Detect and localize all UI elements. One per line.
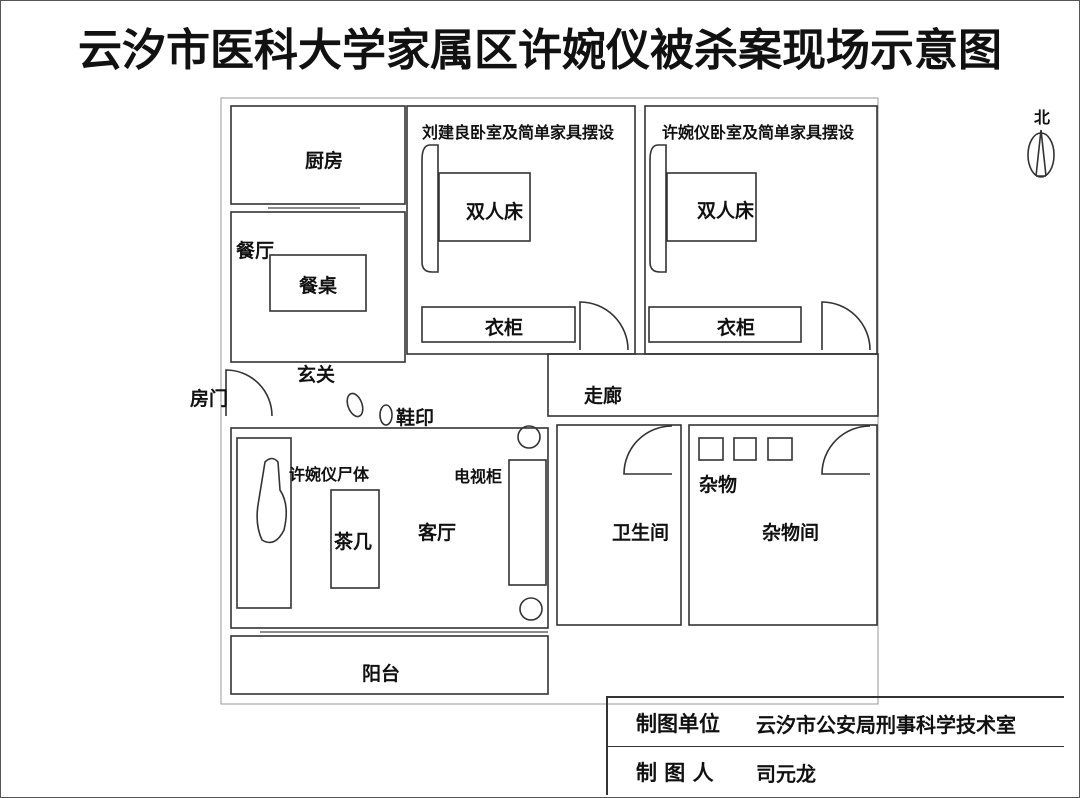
bedroom2-door bbox=[821, 301, 871, 351]
bedroom1-room bbox=[406, 105, 636, 355]
compass-needle bbox=[1035, 129, 1047, 177]
bathroom-room bbox=[556, 424, 682, 626]
bedroom2-title: 许婉仪卧室及简单家具摆设 bbox=[662, 123, 855, 142]
legend-value: 云汐市公安局刑事科学技术室 bbox=[756, 713, 1016, 737]
living-room-label: 客厅 bbox=[418, 522, 457, 544]
bed2-headboard bbox=[649, 144, 667, 273]
bed2-label: 双人床 bbox=[697, 200, 755, 222]
corridor-label: 走廊 bbox=[584, 385, 623, 407]
legend-row: 制图单位 云汐市公安局刑事科学技术室 bbox=[606, 698, 1064, 747]
dining-table bbox=[269, 254, 367, 312]
legend-divider bbox=[606, 698, 608, 746]
bed1-label: 双人床 bbox=[466, 201, 524, 223]
bedroom2-room bbox=[644, 105, 878, 355]
diagram-title: 云汐市医科大学家属区许婉仪被杀案现场示意图 bbox=[78, 25, 1002, 76]
storage-room bbox=[688, 424, 878, 626]
coffee-table-label: 茶几 bbox=[334, 531, 373, 553]
sofa bbox=[236, 437, 292, 609]
legend-key: 制图单位 bbox=[636, 711, 720, 736]
legend-divider bbox=[606, 747, 608, 795]
storage-box-1 bbox=[698, 437, 724, 461]
bedroom1-door bbox=[579, 301, 629, 351]
entrance-label: 玄关 bbox=[297, 364, 336, 386]
shoe-print-label: 鞋印 bbox=[396, 407, 435, 429]
kitchen-room bbox=[230, 105, 406, 205]
speaker-bottom bbox=[519, 597, 543, 621]
shoe-print-2 bbox=[379, 404, 393, 426]
front-door-label: 房门 bbox=[190, 388, 229, 410]
apartment-outline bbox=[220, 97, 879, 705]
speaker-top bbox=[517, 425, 541, 449]
storage-box-2 bbox=[733, 437, 757, 461]
body-label: 许婉仪尸体 bbox=[289, 465, 370, 484]
legend-value: 司元龙 bbox=[756, 762, 816, 786]
shoe-print-1 bbox=[346, 392, 364, 418]
legend-key: 制 图 人 bbox=[636, 760, 714, 785]
bed1-headboard bbox=[421, 144, 439, 273]
corridor bbox=[547, 353, 879, 417]
bathroom-door bbox=[623, 425, 673, 475]
bed1 bbox=[438, 172, 531, 242]
tv-cabinet bbox=[508, 459, 547, 586]
living-room bbox=[230, 427, 549, 629]
legend-table: 制图单位 云汐市公安局刑事科学技术室 制 图 人 司元龙 bbox=[606, 696, 1064, 795]
bed2 bbox=[666, 172, 757, 242]
legend-row: 制 图 人 司元龙 bbox=[606, 747, 1064, 795]
dining-room-label: 餐厅 bbox=[236, 240, 275, 262]
kitchen-label: 厨房 bbox=[305, 150, 344, 172]
wardrobe2-label: 衣柜 bbox=[717, 317, 756, 339]
storage-room-label: 杂物间 bbox=[762, 522, 820, 544]
bedroom1-title: 刘建良卧室及简单家具摆设 bbox=[422, 123, 615, 142]
storage-box-3 bbox=[767, 437, 793, 461]
tv-cabinet-label: 电视柜 bbox=[454, 467, 503, 486]
wardrobe2 bbox=[648, 306, 802, 343]
dining-room bbox=[230, 211, 406, 363]
storage-items-label: 杂物 bbox=[699, 474, 738, 496]
wardrobe1 bbox=[421, 306, 576, 343]
balcony-label: 阳台 bbox=[362, 663, 401, 685]
coffee-table bbox=[330, 489, 380, 589]
body-outline bbox=[256, 457, 288, 544]
compass-label: 北 bbox=[1034, 108, 1051, 127]
front-door bbox=[225, 369, 273, 417]
wardrobe1-label: 衣柜 bbox=[485, 317, 524, 339]
balcony bbox=[230, 635, 549, 695]
dining-table-label: 餐桌 bbox=[299, 275, 338, 297]
bathroom-label: 卫生间 bbox=[612, 522, 670, 544]
storage-door bbox=[821, 425, 871, 475]
compass-ring bbox=[1027, 132, 1055, 178]
